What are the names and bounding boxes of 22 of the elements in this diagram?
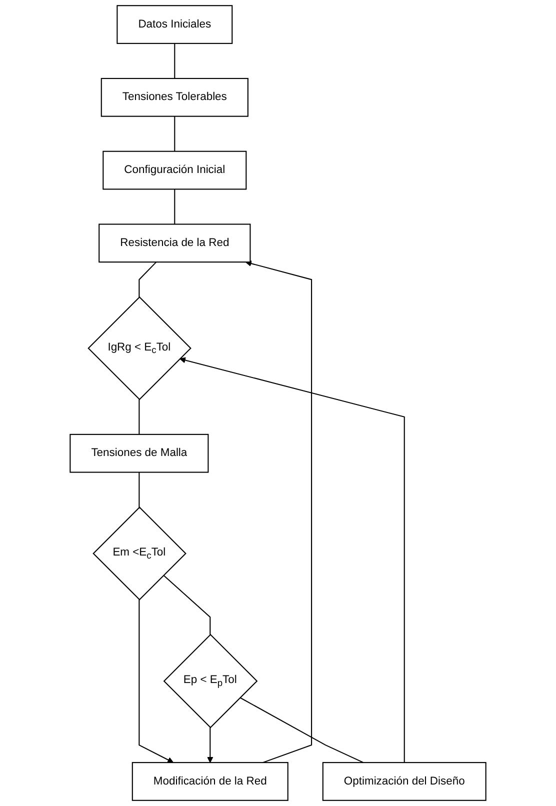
node-box: Datos Iniciales [116, 5, 233, 44]
connector [138, 399, 140, 434]
connector [138, 262, 157, 298]
node-box: Tensiones Tolerables [100, 78, 248, 117]
node-diamond: Em <E$_{c}$Tol [92, 506, 186, 600]
node-box: Optimización del Diseño [322, 762, 486, 801]
connector [163, 574, 211, 635]
connector [174, 189, 176, 224]
node-diamond: Ep < E$_{p}$Tol [163, 634, 258, 728]
arrow [245, 260, 312, 764]
arrow [207, 728, 214, 763]
node-box: Resistencia de la Red [98, 224, 251, 263]
node-diamond: IgRg < E$_{c}$Tol [88, 296, 192, 400]
connector [174, 116, 176, 152]
arrow [180, 357, 405, 763]
connector [174, 43, 176, 78]
node-box: Configuración Inicial [102, 150, 247, 190]
node-box: Modificación de la Red [132, 762, 288, 801]
arrow [138, 600, 174, 763]
connector [240, 697, 364, 764]
connector [138, 472, 140, 508]
node-box: Tensiones de Malla [70, 434, 209, 473]
